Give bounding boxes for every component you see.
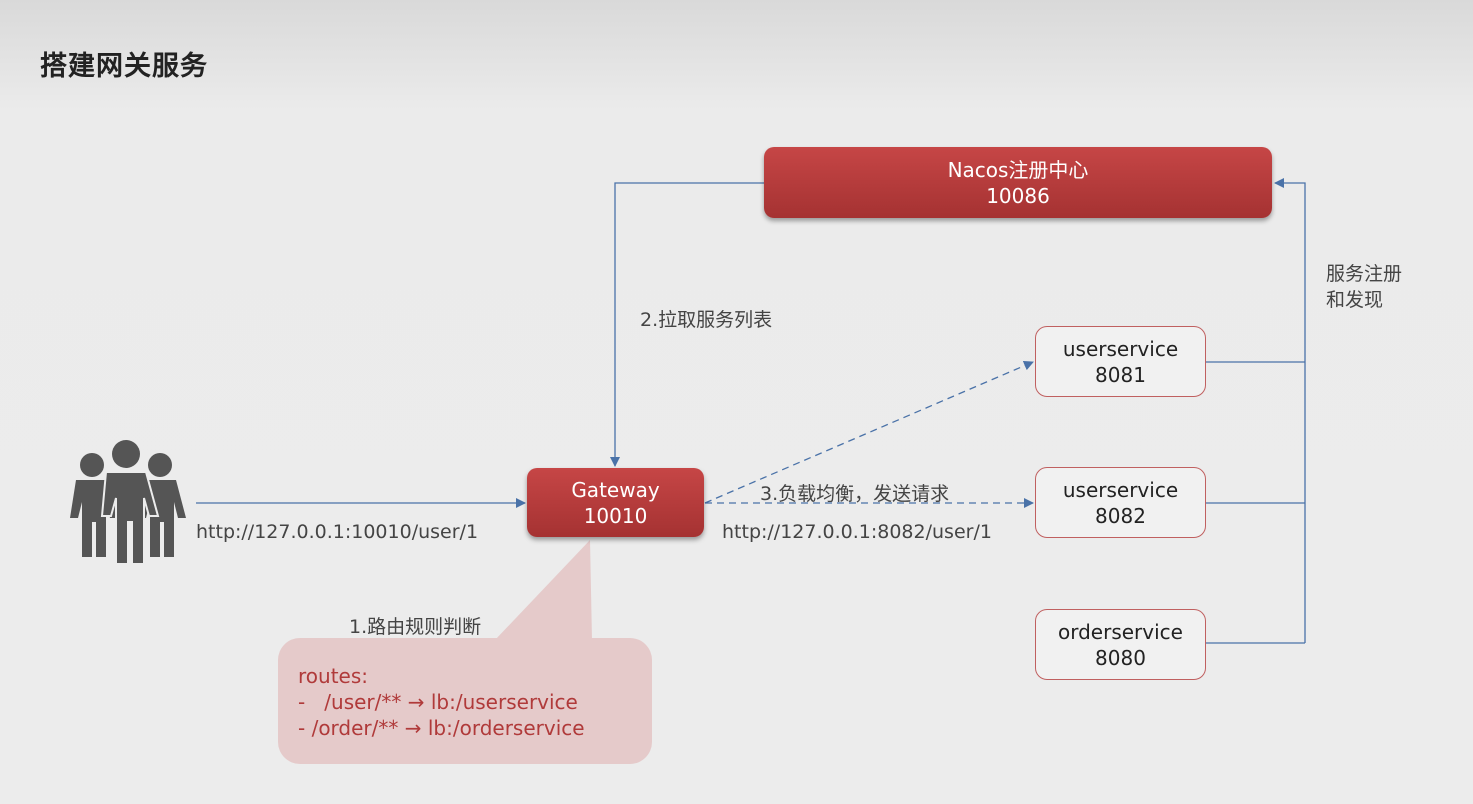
gateway-box: Gateway 10010 <box>527 468 704 537</box>
routes-callout: routes:- /user/** → lb:/userservice- /or… <box>298 663 585 741</box>
service-port: 8081 <box>1095 362 1146 387</box>
userservice-8082-box: userservice 8082 <box>1035 467 1206 538</box>
registration-lines <box>1206 178 1306 644</box>
service-port: 8082 <box>1095 503 1146 528</box>
register-label-1: 服务注册 <box>1326 263 1403 285</box>
gateway-port: 10010 <box>583 503 648 528</box>
service-port: 8080 <box>1095 645 1146 670</box>
service-name: userservice <box>1062 336 1179 361</box>
routes-header: routes: <box>298 664 368 688</box>
service-name: userservice <box>1062 477 1179 502</box>
service-name: orderservice <box>1058 619 1183 644</box>
route-rule: - /order/** → lb:/orderservice <box>298 716 585 740</box>
users-icon <box>70 440 186 565</box>
callout-shape <box>278 540 652 764</box>
gateway-name: Gateway <box>571 477 660 502</box>
client-url-label: http://127.0.0.1:10010/user/1 <box>196 521 479 543</box>
nacos-registry-box: Nacos注册中心 10086 <box>764 147 1272 218</box>
nacos-to-gateway-arrow <box>610 182 764 467</box>
register-label-2: 和发现 <box>1326 289 1384 311</box>
route-rule: - /user/** → lb:/userservice <box>298 690 578 714</box>
page-title: 搭建网关服务 <box>40 51 208 82</box>
service-url-label: http://127.0.0.1:8082/user/1 <box>722 521 992 543</box>
pull-list-label: 2.拉取服务列表 <box>640 309 773 331</box>
orderservice-8080-box: orderservice 8080 <box>1035 609 1206 680</box>
userservice-8081-box: userservice 8081 <box>1035 326 1206 397</box>
route-judge-label: 1.路由规则判断 <box>349 616 482 638</box>
nacos-name: Nacos注册中心 <box>947 157 1089 182</box>
load-balance-label: 3.负载均衡，发送请求 <box>760 483 950 505</box>
nacos-port: 10086 <box>986 183 1050 208</box>
